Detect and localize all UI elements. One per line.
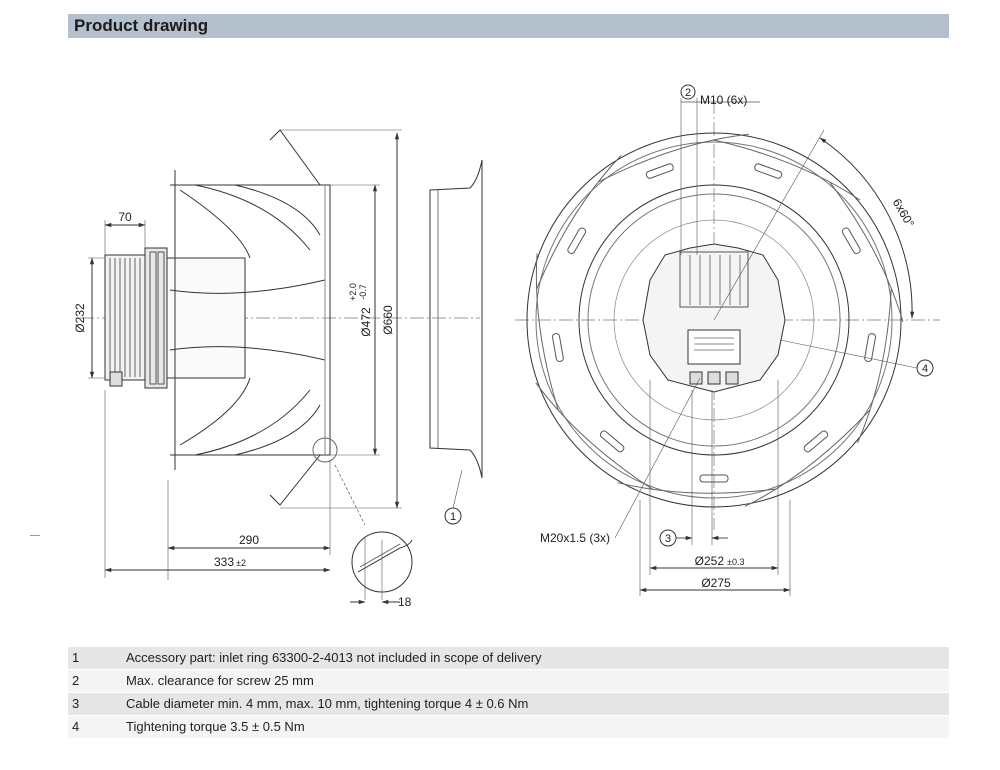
dim-hub-diameter: Ø232 bbox=[73, 303, 87, 333]
front-view bbox=[515, 84, 940, 596]
angle-arc bbox=[819, 137, 915, 319]
impeller-outer-ring bbox=[526, 132, 902, 508]
note-text: Max. clearance for screw 25 mm bbox=[126, 673, 314, 688]
note-row: 4 Tightening torque 3.5 ± 0.5 Nm bbox=[68, 716, 949, 738]
inlet-ring bbox=[429, 159, 483, 479]
dim-inlet-tol-upper: +2.0 bbox=[348, 283, 358, 301]
dim-total-length: 333 bbox=[214, 555, 234, 569]
note-text: Cable diameter min. 4 mm, max. 10 mm, ti… bbox=[126, 696, 529, 711]
dim-inlet-tol-lower: -0.7 bbox=[358, 284, 368, 300]
callout-4: 4 bbox=[922, 363, 928, 375]
dim-flange: Ø275 bbox=[701, 576, 731, 590]
note-row: 1 Accessory part: inlet ring 63300-2-401… bbox=[68, 647, 949, 669]
dim-hub-width: 70 bbox=[118, 210, 132, 224]
product-drawing: 70 Ø232 Ø472 +2.0 -0.7 Ø660 290 333 ±2 1… bbox=[73, 84, 940, 609]
callout-1: 1 bbox=[450, 511, 456, 523]
impeller-side bbox=[169, 129, 338, 506]
margin-mark bbox=[30, 535, 40, 536]
label-gland: M20x1.5 (3x) bbox=[540, 531, 610, 545]
notes-table: 1 Accessory part: inlet ring 63300-2-401… bbox=[68, 647, 949, 739]
callout-3: 3 bbox=[665, 533, 671, 545]
dim-length: 290 bbox=[239, 533, 259, 547]
dim-total-length-tol: ±2 bbox=[236, 558, 246, 568]
section-header: Product drawing bbox=[68, 14, 949, 38]
note-text: Accessory part: inlet ring 63300-2-4013 … bbox=[126, 650, 542, 665]
note-row: 2 Max. clearance for screw 25 mm bbox=[68, 670, 949, 692]
motor-hub bbox=[104, 247, 246, 389]
note-number: 1 bbox=[72, 650, 80, 665]
dim-outer-diameter: Ø660 bbox=[381, 305, 395, 335]
label-screw: M10 (6x) bbox=[700, 93, 747, 107]
detail-view bbox=[334, 464, 413, 605]
dim-detail: 18 bbox=[398, 595, 412, 609]
note-text: Tightening torque 3.5 ± 0.5 Nm bbox=[126, 719, 305, 734]
note-number: 4 bbox=[72, 719, 80, 734]
inlet-circle bbox=[578, 184, 850, 456]
dim-inlet-diameter: Ø472 bbox=[359, 307, 373, 337]
section-title: Product drawing bbox=[74, 16, 209, 35]
dim-bolt-circle: Ø252 bbox=[695, 554, 725, 568]
note-row: 3 Cable diameter min. 4 mm, max. 10 mm, … bbox=[68, 693, 949, 715]
note-number: 3 bbox=[72, 696, 80, 711]
motor-electronics bbox=[642, 243, 786, 393]
callout-2-circle bbox=[680, 84, 696, 100]
dim-bolt-circle-tol: ±0.3 bbox=[727, 557, 744, 567]
note-number: 2 bbox=[72, 673, 80, 688]
side-view bbox=[80, 129, 483, 605]
callout-2: 2 bbox=[685, 87, 691, 99]
